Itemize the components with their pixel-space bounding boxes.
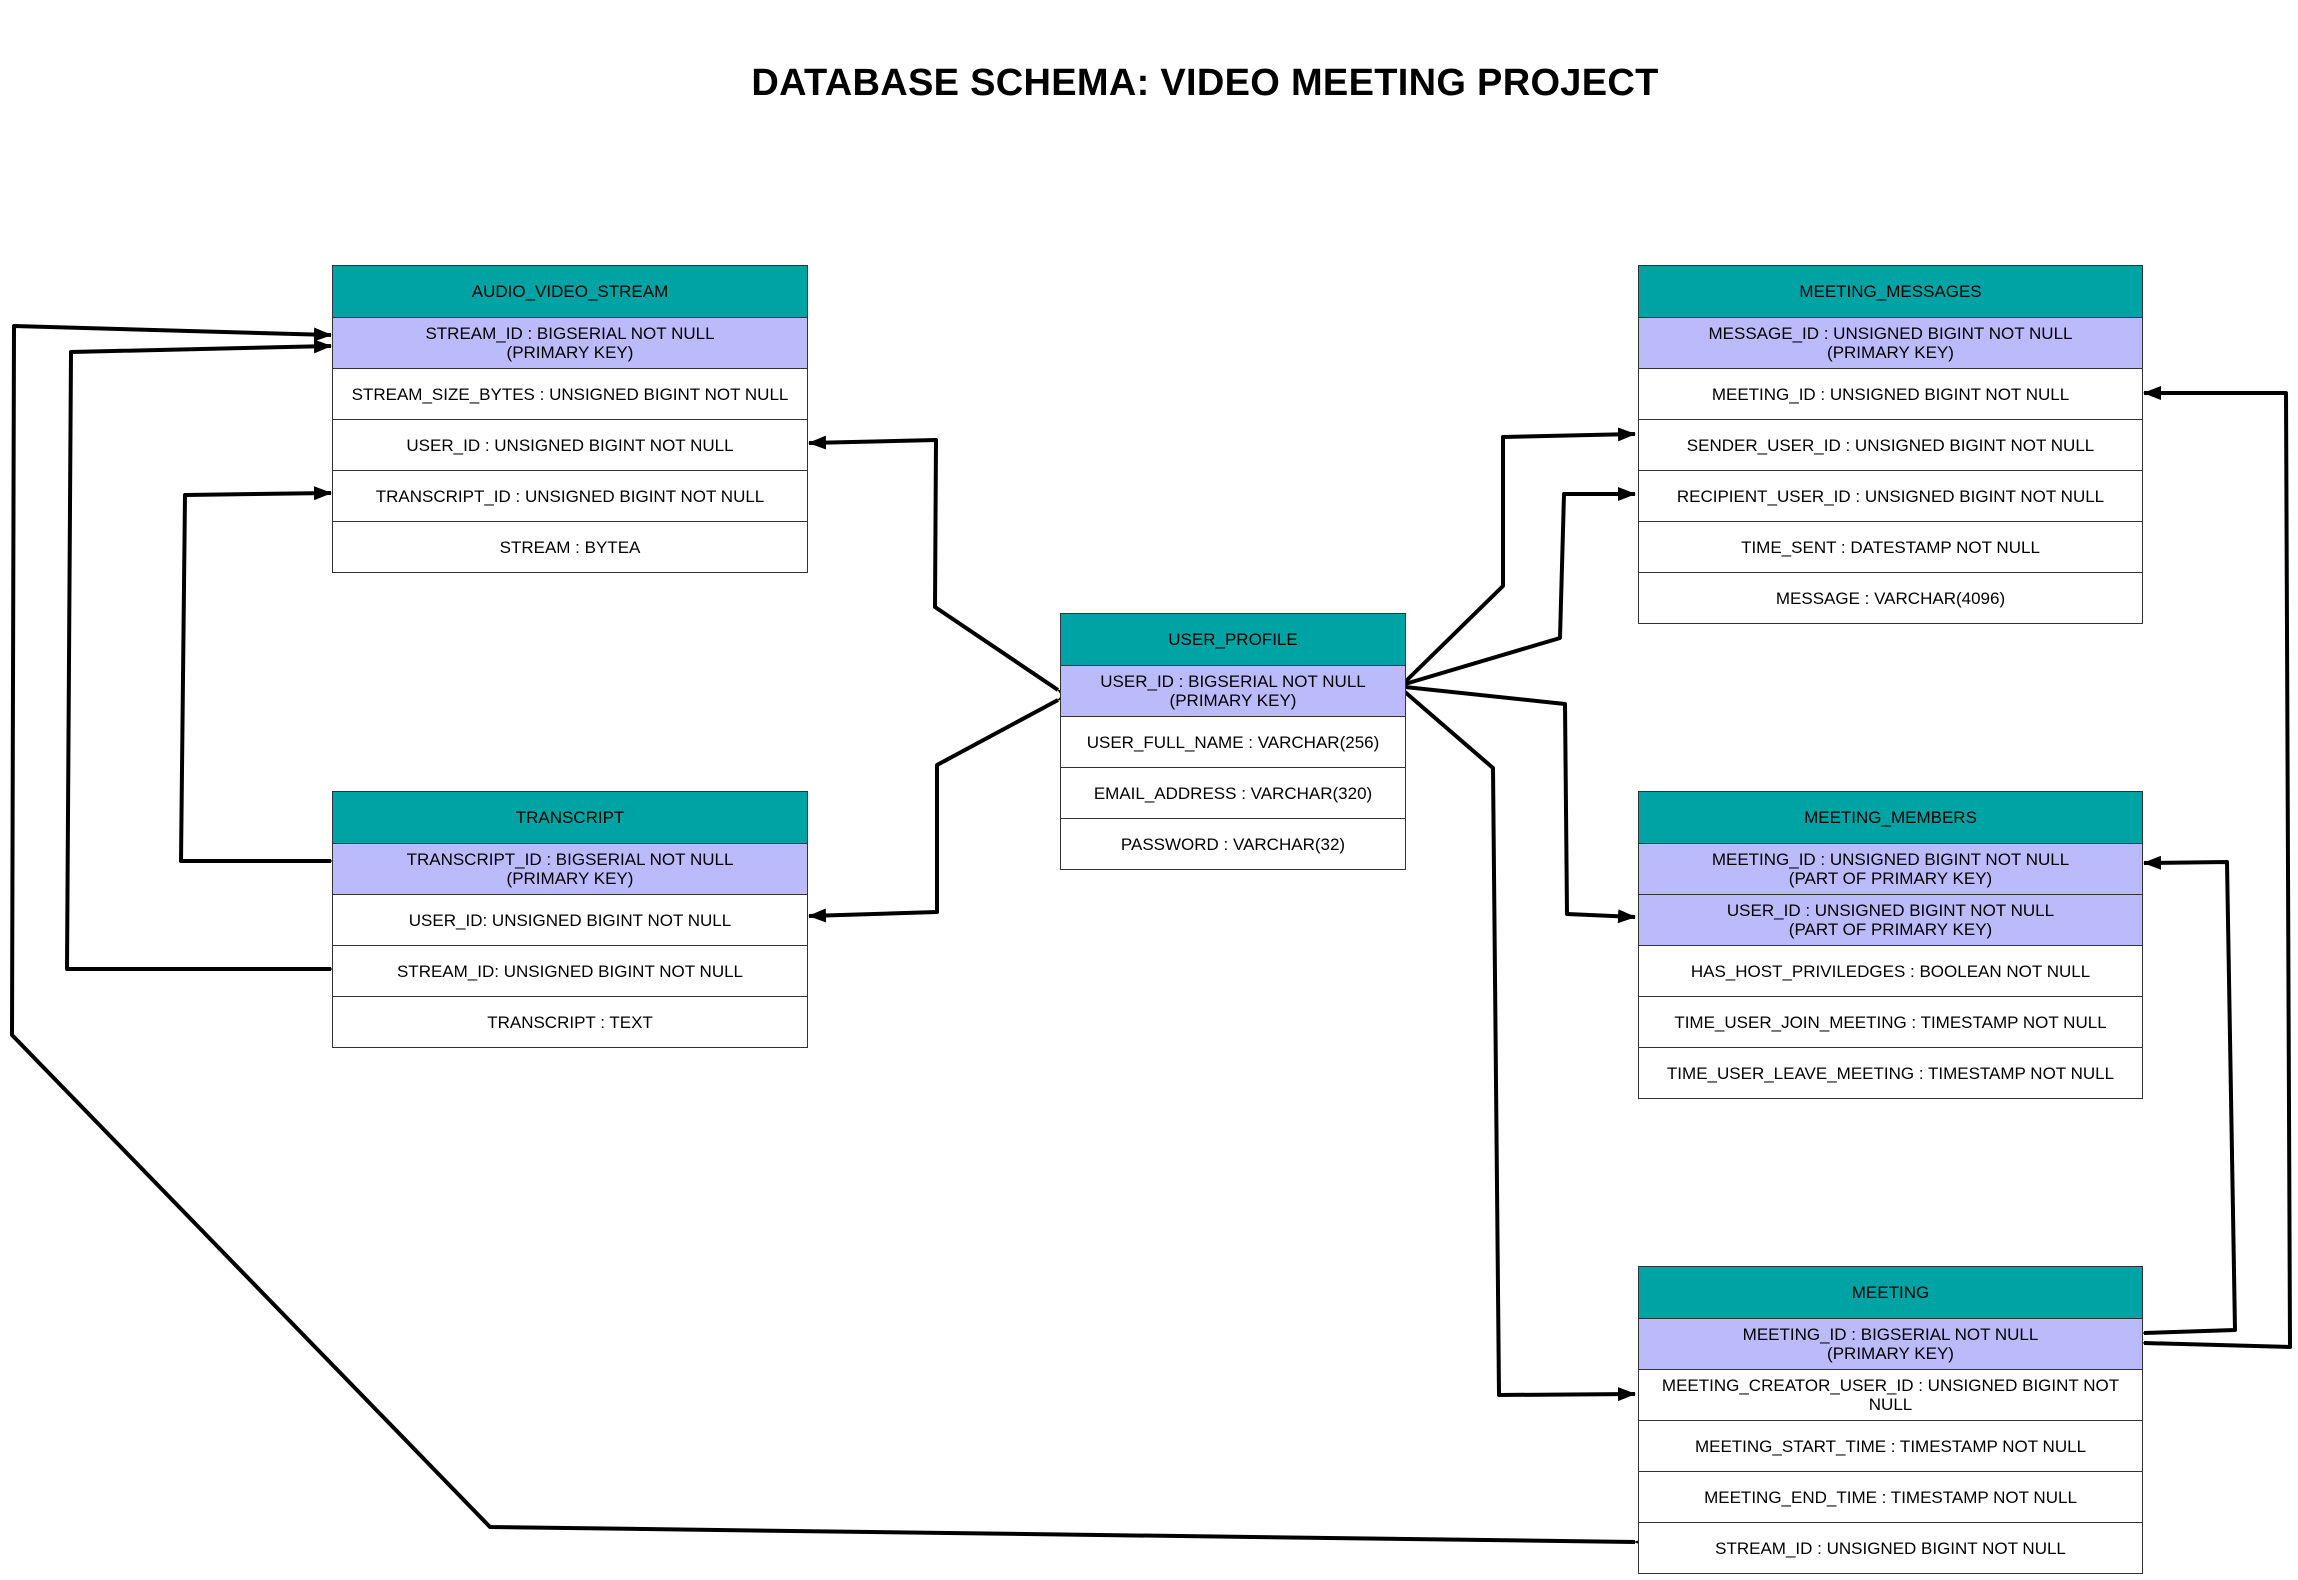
field: HAS_HOST_PRIVILEDGES : BOOLEAN NOT NULL bbox=[1639, 945, 2142, 996]
field: TIME_SENT : DATESTAMP NOT NULL bbox=[1639, 521, 2142, 572]
field: SENDER_USER_ID : UNSIGNED BIGINT NOT NUL… bbox=[1639, 419, 2142, 470]
primary-key-field: USER_ID : UNSIGNED BIGINT NOT NULL (PART… bbox=[1639, 894, 2142, 945]
primary-key-field: MESSAGE_ID : UNSIGNED BIGINT NOT NULL (P… bbox=[1639, 317, 2142, 368]
field: EMAIL_ADDRESS : VARCHAR(320) bbox=[1061, 767, 1405, 818]
field: STREAM_ID: UNSIGNED BIGINT NOT NULL bbox=[333, 945, 807, 996]
primary-key-field: MEETING_ID : UNSIGNED BIGINT NOT NULL (P… bbox=[1639, 843, 2142, 894]
connector-user-to-meeting-creator bbox=[1387, 675, 1636, 1402]
field: USER_ID: UNSIGNED BIGINT NOT NULL bbox=[333, 894, 807, 945]
field: MEETING_ID : UNSIGNED BIGINT NOT NULL bbox=[1639, 368, 2142, 419]
entity-audio-video-stream: AUDIO_VIDEO_STREAM STREAM_ID : BIGSERIAL… bbox=[332, 265, 808, 573]
connector-stream-id-meeting bbox=[10, 324, 1653, 1550]
entity-header: MEETING_MEMBERS bbox=[1639, 792, 2142, 843]
field: USER_FULL_NAME : VARCHAR(256) bbox=[1061, 716, 1405, 767]
entity-meeting-messages: MEETING_MESSAGES MESSAGE_ID : UNSIGNED B… bbox=[1638, 265, 2143, 624]
diagram-title: DATABASE SCHEMA: VIDEO MEETING PROJECT bbox=[751, 62, 1659, 104]
primary-key-field: MEETING_ID : BIGSERIAL NOT NULL (PRIMARY… bbox=[1639, 1318, 2142, 1369]
connector-meeting-id-members bbox=[2126, 855, 2237, 1341]
field: STREAM_ID : UNSIGNED BIGINT NOT NULL bbox=[1639, 1522, 2142, 1573]
entity-meeting-members: MEETING_MEMBERS MEETING_ID : UNSIGNED BI… bbox=[1638, 791, 2143, 1099]
primary-key-field: STREAM_ID : BIGSERIAL NOT NULL (PRIMARY … bbox=[333, 317, 807, 368]
field: TRANSCRIPT_ID : UNSIGNED BIGINT NOT NULL bbox=[333, 470, 807, 521]
field: USER_ID : UNSIGNED BIGINT NOT NULL bbox=[333, 419, 807, 470]
field: TIME_USER_JOIN_MEETING : TIMESTAMP NOT N… bbox=[1639, 996, 2142, 1047]
field: TRANSCRIPT : TEXT bbox=[333, 996, 807, 1047]
field: RECIPIENT_USER_ID : UNSIGNED BIGINT NOT … bbox=[1639, 470, 2142, 521]
entity-user-profile: USER_PROFILE USER_ID : BIGSERIAL NOT NUL… bbox=[1060, 613, 1406, 870]
field: STREAM_SIZE_BYTES : UNSIGNED BIGINT NOT … bbox=[333, 368, 807, 419]
field: PASSWORD : VARCHAR(32) bbox=[1061, 818, 1405, 869]
connector-user-to-transcript-user-id bbox=[808, 685, 1077, 923]
field: MEETING_END_TIME : TIMESTAMP NOT NULL bbox=[1639, 1471, 2142, 1522]
primary-key-field: USER_ID : BIGSERIAL NOT NULL (PRIMARY KE… bbox=[1061, 665, 1405, 716]
connector-meeting-id-messages bbox=[2126, 386, 2292, 1350]
field: MEETING_START_TIME : TIMESTAMP NOT NULL bbox=[1639, 1420, 2142, 1471]
entity-header: AUDIO_VIDEO_STREAM bbox=[333, 266, 807, 317]
primary-key-field: TRANSCRIPT_ID : BIGSERIAL NOT NULL (PRIM… bbox=[333, 843, 807, 894]
connector-user-to-avstream-user-id bbox=[808, 435, 1077, 706]
entity-header: MEETING_MESSAGES bbox=[1639, 266, 2142, 317]
entity-meeting: MEETING MEETING_ID : BIGSERIAL NOT NULL … bbox=[1638, 1266, 2143, 1574]
field: MEETING_CREATOR_USER_ID : UNSIGNED BIGIN… bbox=[1639, 1369, 2142, 1420]
entity-header: USER_PROFILE bbox=[1061, 614, 1405, 665]
entity-transcript: TRANSCRIPT TRANSCRIPT_ID : BIGSERIAL NOT… bbox=[332, 791, 808, 1048]
connector-transcript-id bbox=[179, 486, 348, 868]
connector-user-to-sender-user-id bbox=[1387, 427, 1636, 699]
field: STREAM : BYTEA bbox=[333, 521, 807, 572]
connector-user-to-recipient-user-id bbox=[1404, 492, 1635, 686]
entity-header: TRANSCRIPT bbox=[333, 792, 807, 843]
field: MESSAGE : VARCHAR(4096) bbox=[1639, 572, 2142, 623]
connector-stream-id-transcript bbox=[65, 339, 348, 976]
entity-header: MEETING bbox=[1639, 1267, 2142, 1318]
field: TIME_USER_LEAVE_MEETING : TIMESTAMP NOT … bbox=[1639, 1047, 2142, 1098]
